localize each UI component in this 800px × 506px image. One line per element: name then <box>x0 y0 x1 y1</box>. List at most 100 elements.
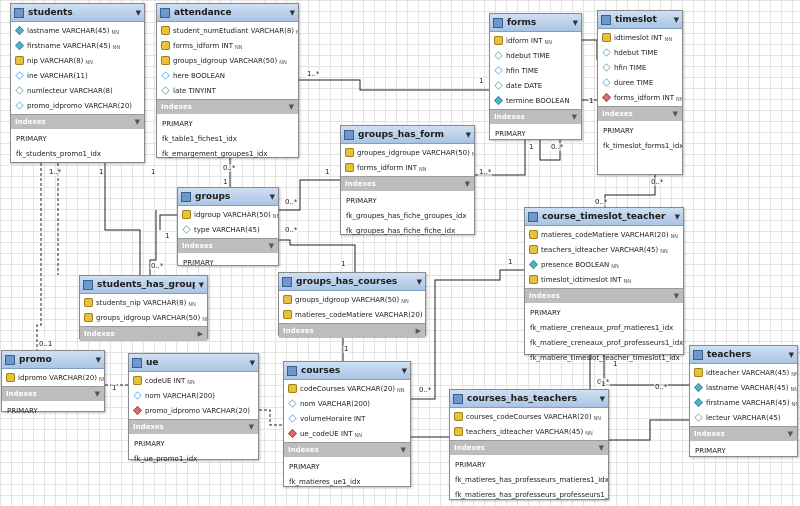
index-row[interactable]: fk_groupes_has_fiche_groupes_idx <box>346 211 467 220</box>
column-row[interactable]: teachers_idteacher VARCHAR(45)NN <box>450 424 608 439</box>
indexes-section-header[interactable]: Indexes▼ <box>11 114 144 129</box>
index-row[interactable]: PRIMARY <box>134 439 165 448</box>
column-row[interactable]: matieres_codeMatiere VARCHAR(20)NN <box>525 227 683 242</box>
index-row[interactable]: PRIMARY <box>495 129 526 138</box>
indexes-section-header[interactable]: Indexes▼ <box>525 288 683 303</box>
expand-arrow-icon[interactable]: ▶ <box>197 330 203 338</box>
column-row[interactable]: student_numEtudiant VARCHAR(8)NN <box>157 23 298 38</box>
column-row[interactable]: late TINYINT <box>157 83 298 98</box>
table-attendance[interactable]: attendance▼student_numEtudiant VARCHAR(8… <box>156 3 299 158</box>
collapse-toggle-icon[interactable]: ▼ <box>673 15 679 24</box>
column-row[interactable]: groups_idgroup VARCHAR(50)NN <box>279 292 425 307</box>
column-row[interactable]: lecteur VARCHAR(45) <box>690 410 797 425</box>
table-header[interactable]: students_has_groups▼ <box>80 276 207 294</box>
column-row[interactable]: promo_idpromo VARCHAR(20) <box>129 403 258 418</box>
collapse-toggle-icon[interactable]: ▼ <box>788 350 794 359</box>
column-row[interactable]: teachers_idteacher VARCHAR(45)NN <box>525 242 683 257</box>
indexes-section-header[interactable]: Indexes▶ <box>279 323 425 338</box>
table-header[interactable]: forms▼ <box>490 14 581 32</box>
index-row[interactable]: fk_groupes_has_fiche_fiche_idx <box>346 226 456 235</box>
table-course-timeslot-teacher[interactable]: course_timeslot_teacher▼matieres_codeMat… <box>524 207 684 362</box>
index-row[interactable]: PRIMARY <box>695 446 726 455</box>
collapse-arrow-icon[interactable]: ▼ <box>464 180 470 188</box>
column-row[interactable]: here BOOLEAN <box>157 68 298 83</box>
column-row[interactable]: type VARCHAR(45) <box>178 222 278 237</box>
indexes-section-header[interactable]: Indexes▼ <box>2 386 104 401</box>
collapse-toggle-icon[interactable]: ▼ <box>269 192 275 201</box>
collapse-toggle-icon[interactable]: ▼ <box>599 394 605 403</box>
table-header[interactable]: teachers▼ <box>690 346 797 364</box>
table-header[interactable]: students▼ <box>11 4 144 22</box>
table-header[interactable]: groups_has_form▼ <box>341 126 474 144</box>
collapse-arrow-icon[interactable]: ▼ <box>288 103 294 111</box>
column-row[interactable]: hfin TIME <box>490 63 581 78</box>
column-row[interactable]: groupes_idgroupe VARCHAR(50)NN <box>341 145 474 160</box>
column-row[interactable]: nip VARCHAR(8)NN <box>11 53 144 68</box>
table-groups-has-courses[interactable]: groups_has_courses▼groups_idgroup VARCHA… <box>278 272 426 338</box>
collapse-toggle-icon[interactable]: ▼ <box>401 366 407 375</box>
indexes-section-header[interactable]: Indexes▼ <box>341 176 474 191</box>
table-header[interactable]: course_timeslot_teacher▼ <box>525 208 683 226</box>
indexes-section-header[interactable]: Indexes▼ <box>284 442 410 457</box>
index-row[interactable]: fk_matieres_has_professeurs_professeurs1… <box>455 490 608 499</box>
table-header[interactable]: groups_has_courses▼ <box>279 273 425 291</box>
collapse-arrow-icon[interactable]: ▼ <box>248 423 254 431</box>
indexes-section-header[interactable]: Indexes▼ <box>690 426 797 441</box>
table-groups[interactable]: groups▼idgroup VARCHAR(50)NNtype VARCHAR… <box>177 187 279 267</box>
column-row[interactable]: duree TIME <box>598 75 682 90</box>
column-row[interactable]: idteacher VARCHAR(45)NN <box>690 365 797 380</box>
index-row[interactable]: PRIMARY <box>530 308 561 317</box>
indexes-section-header[interactable]: Indexes▶ <box>80 326 207 341</box>
column-row[interactable]: courses_codeCourses VARCHAR(20)NN <box>450 409 608 424</box>
table-header[interactable]: courses▼ <box>284 362 410 380</box>
collapse-arrow-icon[interactable]: ▼ <box>672 110 678 118</box>
column-row[interactable]: students_nip VARCHAR(8)NN <box>80 295 207 310</box>
column-row[interactable]: numlecteur VARCHAR(8) <box>11 83 144 98</box>
table-promo[interactable]: promo▼idpromo VARCHAR(20)NNIndexes▼PRIMA… <box>1 350 105 415</box>
column-row[interactable]: nom VARCHAR(200) <box>284 396 410 411</box>
index-row[interactable]: fk_timeslot_forms1_idx <box>603 141 682 150</box>
collapse-toggle-icon[interactable]: ▼ <box>198 280 204 289</box>
table-header[interactable]: ue▼ <box>129 354 258 372</box>
collapse-toggle-icon[interactable]: ▼ <box>465 130 471 139</box>
column-row[interactable]: firstname VARCHAR(45)NN <box>690 395 797 410</box>
column-row[interactable]: groups_idgroup VARCHAR(50)NN <box>80 310 207 325</box>
collapse-toggle-icon[interactable]: ▼ <box>572 18 578 27</box>
index-row[interactable]: fk_matieres_ue1_idx <box>289 477 361 486</box>
column-row[interactable]: nom VARCHAR(200) <box>129 388 258 403</box>
indexes-section-header[interactable]: Indexes▼ <box>129 419 258 434</box>
collapse-arrow-icon[interactable]: ▼ <box>598 444 604 452</box>
table-students-has-groups[interactable]: students_has_groups▼students_nip VARCHAR… <box>79 275 208 341</box>
collapse-arrow-icon[interactable]: ▼ <box>134 118 140 126</box>
column-row[interactable]: firstname VARCHAR(45)NN <box>11 38 144 53</box>
index-row[interactable]: fk_emargement_groupes1_idx <box>162 149 268 158</box>
index-row[interactable]: fk_ue_promo1_idx <box>134 454 198 463</box>
column-row[interactable]: promo_idpromo VARCHAR(20) <box>11 98 144 113</box>
collapse-arrow-icon[interactable]: ▼ <box>571 113 577 121</box>
indexes-section-header[interactable]: Indexes▼ <box>598 106 682 121</box>
index-row[interactable]: fk_matiere_creneaux_prof_professeurs1_id… <box>530 338 683 347</box>
column-row[interactable]: lastname VARCHAR(45)NN <box>11 23 144 38</box>
column-row[interactable]: hdebut TIME <box>490 48 581 63</box>
index-row[interactable]: PRIMARY <box>346 196 377 205</box>
collapse-toggle-icon[interactable]: ▼ <box>95 355 101 364</box>
column-row[interactable]: groups_idgroup VARCHAR(50)NN <box>157 53 298 68</box>
index-row[interactable]: fk_matiere_creneaux_prof_matieres1_idx <box>530 323 674 332</box>
column-row[interactable]: codeCourses VARCHAR(20)NN <box>284 381 410 396</box>
collapse-toggle-icon[interactable]: ▼ <box>249 358 255 367</box>
collapse-toggle-icon[interactable]: ▼ <box>289 8 295 17</box>
column-row[interactable]: hfin TIME <box>598 60 682 75</box>
index-row[interactable]: fk_matieres_has_professeurs_matieres1_id… <box>455 475 608 484</box>
index-row[interactable]: fk_students_promo1_idx <box>16 149 101 158</box>
column-row[interactable]: ine VARCHAR(11) <box>11 68 144 83</box>
collapse-arrow-icon[interactable]: ▼ <box>787 430 793 438</box>
column-row[interactable]: date DATE <box>490 78 581 93</box>
